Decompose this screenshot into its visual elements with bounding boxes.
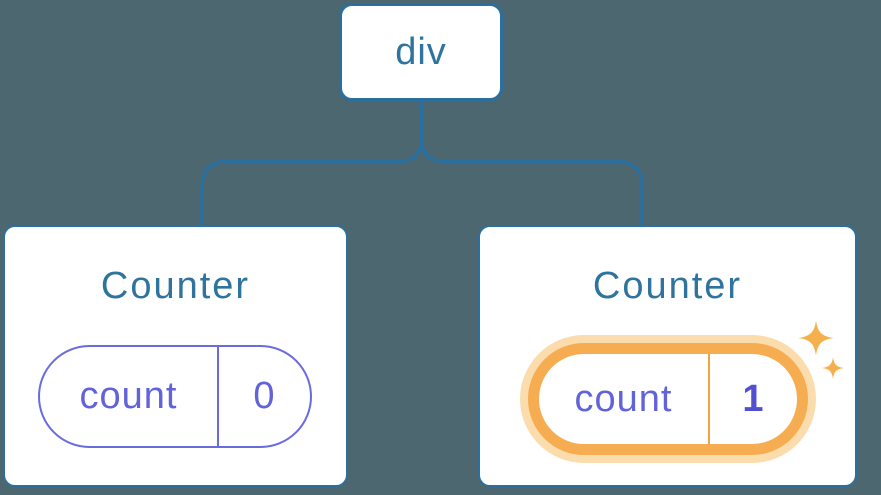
state-key-cell: count [539,354,710,444]
sparkle-small-icon [822,357,844,379]
sparkle-large-icon [798,320,834,356]
root-node-label: div [395,30,447,73]
connector-left-branch [200,101,424,227]
counter-card-left: Counter count 0 [3,225,348,487]
state-value-cell: 0 [219,347,310,446]
root-node-div: div [339,3,503,101]
state-value-cell: 1 [710,354,797,444]
state-key-label: count [79,375,178,417]
sparkles-icon [798,320,844,379]
counter-title: Counter [592,265,743,307]
state-key-label: count [574,377,673,420]
state-key-cell: count [40,347,219,446]
counter-title: Counter [100,265,251,307]
counter-card-right: Counter count 1 [478,225,857,487]
state-pill-highlighted: count 1 [528,343,808,455]
state-value-label: 1 [742,377,765,420]
connector-right-branch [419,138,644,227]
state-value-label: 0 [253,375,276,417]
state-pill: count 0 [38,345,312,448]
